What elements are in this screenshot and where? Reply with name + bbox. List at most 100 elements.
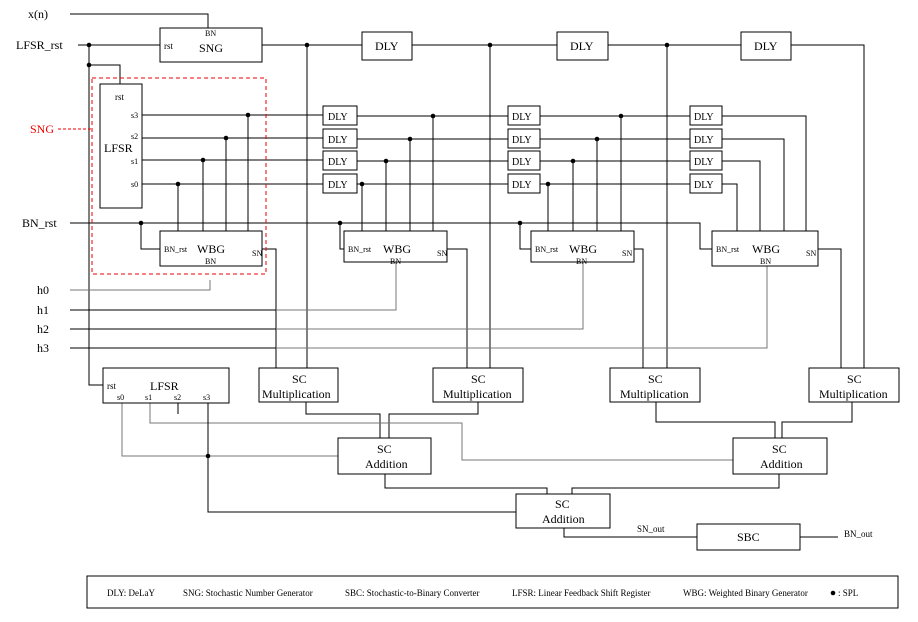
lfsr-bottom-title: LFSR [150,379,179,393]
svg-text:s0: s0 [117,393,124,402]
sc-add-2: SC Addition [732,437,828,475]
h2-label: h2 [37,322,49,336]
sng-rst-port: rst [164,41,173,51]
svg-text:BN: BN [576,257,587,266]
sng-group-outline [91,77,267,275]
svg-text:SN: SN [806,249,816,258]
bn-rst-label: BN_rst [22,216,57,230]
sc-add-1: SC Addition [337,437,432,475]
svg-text:Addition: Addition [365,457,408,471]
svg-text:DLY: DLY [570,39,594,53]
lfsr-bottom: rst LFSR s0 s1 s2 s3 [102,367,230,404]
svg-text:s2: s2 [174,393,181,402]
sc-mult-1: SC Multiplication [258,367,339,403]
svg-text:DLY: DLY [694,180,714,191]
svg-text:SN: SN [252,249,262,258]
sc-mult-4: SC Multiplication [808,367,900,403]
svg-text:DLY: DLY [694,112,714,123]
svg-text:s3: s3 [203,393,210,402]
svg-text:WBG: WBG [197,242,225,256]
svg-text:BN: BN [760,257,771,266]
legend: DLY: DeLaY SNG: Stochastic Number Genera… [86,575,899,609]
svg-text:DLY: DLY [375,39,399,53]
svg-text:DLY: DLY [754,39,778,53]
svg-text:WBG: WBG [752,242,780,256]
legend-wbg: WBG: Weighted Binary Generator [683,588,808,598]
svg-text:s2: s2 [131,132,138,141]
sbc-block: SBC [696,523,801,551]
svg-text:BN_rst: BN_rst [535,245,559,254]
svg-text:BN_rst: BN_rst [164,245,188,254]
svg-text:s3: s3 [131,111,138,120]
svg-text:WBG: WBG [569,242,597,256]
dly-top-3: DLY [740,31,792,61]
sc-mult-2: SC Multiplication [432,367,524,403]
svg-text:DLY: DLY [512,157,532,168]
svg-text:SN: SN [622,249,632,258]
svg-text:s0: s0 [131,180,138,189]
h0-label: h0 [37,283,49,297]
svg-text:BN_rst: BN_rst [716,245,740,254]
svg-text:SN: SN [437,249,447,258]
svg-text:SC: SC [377,442,392,456]
legend-spl: : SPL [838,588,858,598]
svg-text:BN: BN [205,257,216,266]
dly-stack-3: DLY DLY DLY DLY [689,105,723,194]
svg-text:Multiplication: Multiplication [262,387,331,401]
dly-top-2: DLY [556,31,609,61]
lfsr-top: rst LFSR s3 s2 s1 s0 [99,83,143,209]
svg-text:DLY: DLY [512,180,532,191]
wires [70,13,865,538]
xn-label: x(n) [28,7,48,21]
svg-text:Multiplication: Multiplication [443,387,512,401]
lfsr-top-title: LFSR [104,141,133,155]
svg-text:DLY: DLY [512,135,532,146]
wbg-block-3: BN_rst WBG SN BN [530,230,635,266]
svg-text:SC: SC [292,372,307,386]
wbg-block-1: BN_rst WBG SN BN [159,230,263,267]
legend-lfsr: LFSR: Linear Feedback Shift Register [512,588,650,598]
wbg-block-2: BN_rst WBG SN BN [343,230,448,266]
svg-text:Addition: Addition [542,512,585,526]
svg-text:SC: SC [847,372,862,386]
dly-top-1: DLY [361,31,413,61]
svg-text:DLY: DLY [328,135,348,146]
svg-text:rst: rst [115,92,124,102]
legend-sbc: SBC: Stochastic-to-Binary Converter [345,588,479,598]
sn-out-label: SN_out [637,524,665,534]
svg-text:DLY: DLY [328,157,348,168]
svg-text:DLY: DLY [328,112,348,123]
svg-text:SC: SC [772,442,787,456]
dly-stack-2: DLY DLY DLY DLY [507,105,541,194]
svg-text:Addition: Addition [760,457,803,471]
svg-text:BN: BN [390,257,401,266]
svg-text:s1: s1 [131,157,138,166]
h1-label: h1 [37,303,49,317]
sng-bn-port: BN [205,29,216,38]
sng-block: BN rst SNG [159,27,263,63]
svg-text:Multiplication: Multiplication [819,387,888,401]
legend-sng: SNG: Stochastic Number Generator [183,588,313,598]
svg-text:WBG: WBG [383,242,411,256]
svg-text:rst: rst [107,381,116,391]
svg-text:SC: SC [648,372,663,386]
sc-mult-3: SC Multiplication [609,367,701,403]
svg-text:DLY: DLY [694,157,714,168]
svg-text:SC: SC [555,497,570,511]
bn-out-label: BN_out [844,529,873,539]
svg-text:DLY: DLY [694,135,714,146]
svg-text:s1: s1 [145,393,152,402]
svg-text:DLY: DLY [328,180,348,191]
lfsr-rst-label: LFSR_rst [16,38,63,52]
legend-dly: DLY: DeLaY [107,588,156,598]
wbg-block-4: BN_rst WBG SN BN [711,230,819,267]
h3-label: h3 [37,341,49,355]
dly-stack-1: DLY DLY DLY DLY [322,105,358,194]
svg-text:SC: SC [471,372,486,386]
spl-dots [86,42,670,459]
legend-spl-dot [830,590,836,596]
svg-text:Multiplication: Multiplication [620,387,689,401]
svg-text:DLY: DLY [512,112,532,123]
sng-title: SNG [199,41,223,55]
